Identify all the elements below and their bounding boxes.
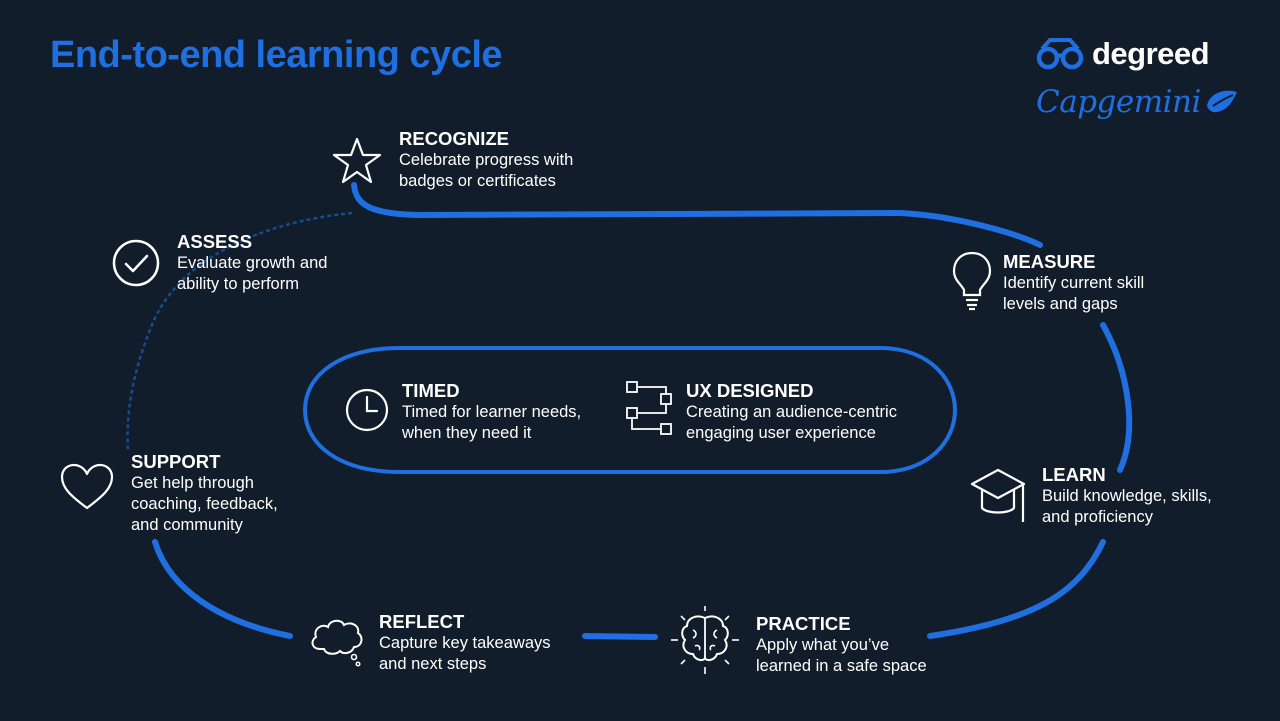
step-heading: RECOGNIZE: [399, 128, 509, 149]
step-measure: MEASURE Identify current skill levels an…: [1003, 251, 1144, 315]
center-description-line: engaging user experience: [686, 424, 876, 442]
step-description-line: Evaluate growth and: [177, 254, 328, 272]
step-heading: SUPPORT: [131, 451, 221, 472]
step-heading: ASSESS: [177, 231, 253, 252]
step-description-line: and next steps: [379, 655, 487, 673]
degreed-glasses-icon: [1036, 38, 1084, 70]
step-heading: REFLECT: [379, 611, 465, 632]
track-left-lower: [152, 539, 293, 639]
track-bottom: [582, 633, 658, 640]
track-right-upper: [1100, 322, 1133, 473]
step-description-line: Capture key takeaways: [379, 634, 551, 652]
step-description-line: learned in a safe space: [756, 657, 927, 675]
step-description-line: Identify current skill: [1003, 274, 1145, 292]
step-description-line: Build knowledge, skills,: [1042, 487, 1212, 505]
step-reflect: REFLECT Capture key takeaways and next s…: [379, 611, 551, 675]
step-heading: PRACTICE: [756, 613, 851, 634]
star-icon: [332, 137, 382, 184]
capgemini-wordmark: Capgemini: [1036, 84, 1201, 120]
degreed-logo: degreed: [1036, 36, 1210, 72]
center-item-ux-designed: UX DESIGNED Creating an audience-centric…: [686, 380, 897, 444]
step-description-line: badges or certificates: [399, 172, 556, 190]
step-description-line: Apply what you’ve: [756, 636, 889, 654]
center-description-line: Timed for learner needs,: [402, 403, 582, 421]
step-assess: ASSESS Evaluate growth and ability to pe…: [177, 231, 327, 295]
heart-icon: [60, 463, 114, 510]
flowchart-icon: [626, 381, 672, 435]
track-right-lower: [927, 539, 1106, 639]
clock-icon: [345, 388, 389, 432]
center-item-timed: TIMED Timed for learner needs, when they…: [402, 380, 581, 444]
lightbulb-icon: [952, 251, 992, 311]
step-recognize: RECOGNIZE Celebrate progress with badges…: [399, 128, 573, 192]
capgemini-spade-icon: [1206, 90, 1237, 113]
center-heading: TIMED: [402, 380, 460, 401]
step-heading: LEARN: [1042, 464, 1106, 485]
degreed-wordmark: degreed: [1092, 36, 1210, 71]
center-description-line: Creating an audience-centric: [686, 403, 897, 421]
center-capsule: [302, 346, 958, 474]
center-description-line: when they need it: [402, 424, 532, 442]
step-support: SUPPORT Get help through coaching, feedb…: [131, 451, 278, 536]
page-title: End-to-end learning cycle: [50, 34, 503, 76]
step-description-line: coaching, feedback,: [131, 495, 278, 513]
center-heading: UX DESIGNED: [686, 380, 814, 401]
thought-cloud-icon: [311, 619, 363, 667]
step-description-line: Celebrate progress with: [399, 151, 574, 169]
step-description-line: levels and gaps: [1003, 295, 1118, 313]
step-heading: MEASURE: [1003, 251, 1096, 272]
step-description-line: and community: [131, 516, 243, 534]
step-learn: LEARN Build knowledge, skills, and profi…: [1042, 464, 1212, 528]
capgemini-logo: Capgemini: [1036, 84, 1239, 120]
check-circle-icon: [112, 239, 160, 287]
brain-icon: [671, 606, 739, 674]
step-description-line: Get help through: [131, 474, 254, 492]
step-practice: PRACTICE Apply what you’ve learned in a …: [756, 613, 927, 677]
track-top: [351, 182, 1043, 248]
track-arc-assess: [126, 211, 353, 451]
step-description-line: and proficiency: [1042, 508, 1153, 526]
step-description-line: ability to perform: [177, 275, 299, 293]
graduation-cap-icon: [970, 468, 1026, 522]
